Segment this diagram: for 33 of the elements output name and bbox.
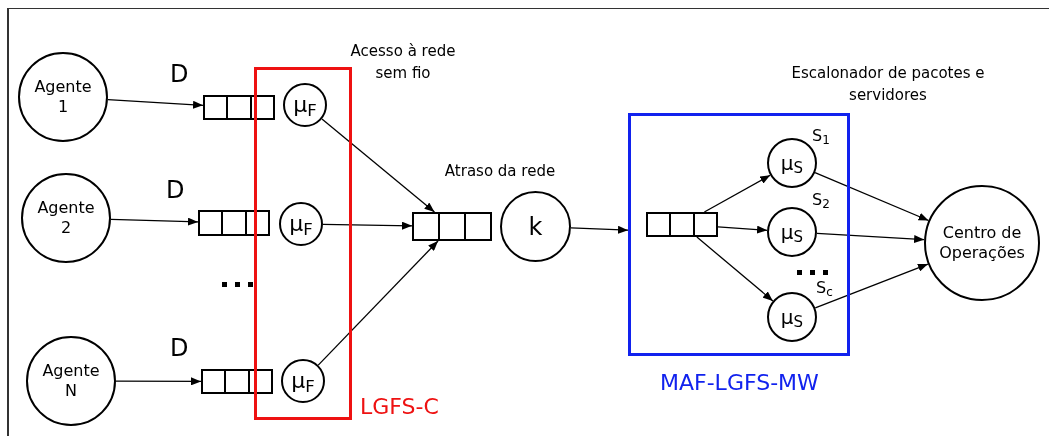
arrow [115, 377, 202, 386]
node-label: Agente 1 [33, 77, 93, 117]
arrow [816, 232, 925, 244]
node-label: μ$_{F}$ [291, 367, 315, 395]
group-label: LGFS-C [360, 396, 439, 418]
node-label: μ$_{F}$ [289, 210, 313, 238]
node-label: Centro de Operações [938, 223, 1026, 263]
node-label: μ$_{S}$ [780, 219, 804, 245]
arrow [717, 225, 768, 234]
node-label: k [528, 211, 543, 242]
node-label: Agente N [41, 361, 101, 401]
side-label: S$_{1}$ [812, 128, 830, 144]
side-label: D [166, 178, 185, 202]
arrow [317, 240, 439, 366]
annotation-text: Atraso da rede [443, 161, 557, 182]
arrow [570, 225, 629, 234]
arrow [110, 217, 199, 226]
arrow [322, 221, 413, 230]
arrow [696, 236, 774, 302]
node-label: μ$_{F}$ [293, 91, 317, 119]
side-label: D [170, 62, 189, 86]
arrow [703, 174, 771, 213]
group-label: MAF-LGFS-MW [660, 372, 819, 394]
node-label: Agente 2 [36, 198, 96, 238]
arrow [107, 99, 204, 109]
side-label: S$_{2}$ [812, 192, 830, 208]
node-label: μ$_{S}$ [780, 150, 804, 176]
annotation-text: Acesso à rede sem fio [349, 41, 457, 84]
node-label: μ$_{S}$ [780, 304, 804, 330]
arrow [321, 118, 436, 213]
annotation-text: Escalonador de pacotes e servidores [790, 63, 986, 106]
side-label: S$_{c}$ [816, 280, 833, 296]
side-label: D [170, 336, 189, 360]
